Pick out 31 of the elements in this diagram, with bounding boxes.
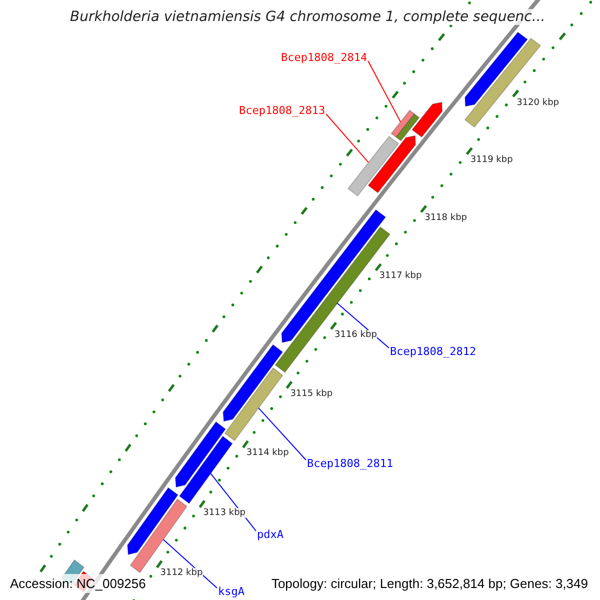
gene-label: Bcep1808_2812 <box>390 345 476 358</box>
scale-label: 3113 kbp <box>203 508 246 518</box>
scale-label: 3118 kbp <box>424 212 467 223</box>
gene-feature <box>175 421 226 488</box>
scale-label: 3115 kbp <box>290 388 333 399</box>
gene-feature <box>412 102 443 138</box>
map-title: Burkholderia vietnamiensis G4 chromosome 1, complete sequenc... <box>70 9 546 25</box>
gene-feature <box>222 344 284 422</box>
gene-bar <box>464 38 542 128</box>
scale-label: 3114 kbp <box>246 448 289 458</box>
gene-label: ksgA <box>218 585 244 598</box>
scale-label: 3112 kbp <box>160 568 203 578</box>
gene-label: Bcep1808_2814 <box>281 51 368 64</box>
gene-bar <box>224 367 284 442</box>
gene-label: Bcep1808_2811 <box>307 457 394 470</box>
accession-text: Accession: NC_009256 <box>8 574 148 593</box>
leader-line <box>326 114 369 163</box>
gene-feature <box>368 135 416 194</box>
gene-bar <box>347 136 400 196</box>
leader-line <box>162 539 218 588</box>
gene-feature <box>127 487 178 555</box>
gene-bar <box>396 113 420 142</box>
scale-label: 3117 kbp <box>379 271 422 282</box>
gene-bar <box>130 498 188 574</box>
gene-label: pdxA <box>257 528 284 541</box>
scale-label: 3120 kbp <box>516 98 559 108</box>
gene-bar <box>178 436 233 504</box>
leader-line <box>258 407 306 460</box>
scale-label: 3119 kbp <box>470 155 513 165</box>
gene-label: Bcep1808_2813 <box>239 104 326 117</box>
scale-label: 3116 kbp <box>334 330 377 340</box>
